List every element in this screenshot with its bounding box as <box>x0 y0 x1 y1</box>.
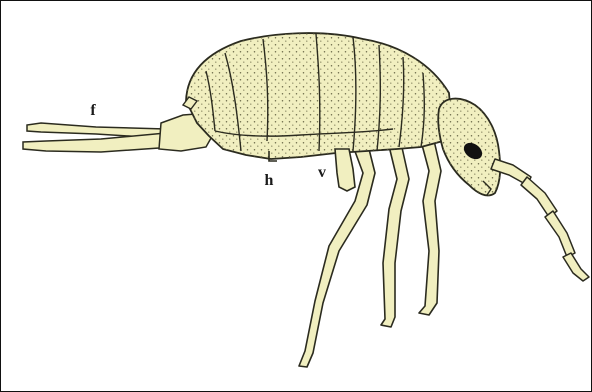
body <box>183 33 450 159</box>
antenna-segment-4 <box>563 253 589 281</box>
ventral-tube <box>335 149 355 191</box>
label-furca: f <box>90 102 96 119</box>
fore-leg <box>419 136 441 315</box>
furca-lower-prong <box>23 133 166 152</box>
antenna <box>491 159 589 281</box>
label-ventral-tube: v <box>318 164 326 181</box>
antenna-segment-2 <box>521 177 557 217</box>
label-hook: h <box>265 172 274 189</box>
head <box>438 99 500 196</box>
furca <box>23 113 215 152</box>
antenna-segment-3 <box>545 211 575 257</box>
middle-leg <box>381 143 409 327</box>
